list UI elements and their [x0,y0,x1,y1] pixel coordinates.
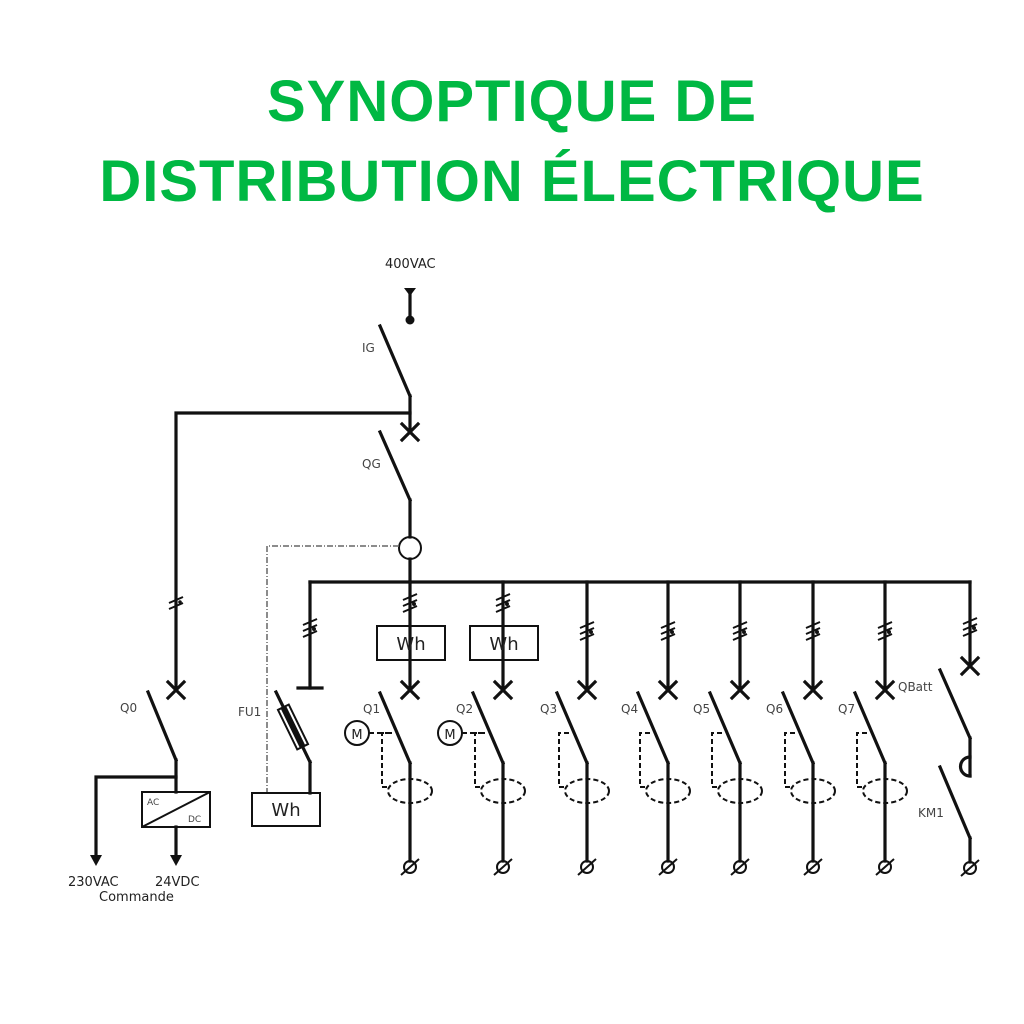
terminal-icon [493,858,513,876]
arrow-down-icon [170,855,182,866]
feeder-q3: Q3 [540,580,610,876]
page-title: SYNOPTIQUE DE DISTRIBUTION ÉLECTRIQUE [0,62,1024,222]
svg-text:M: M [351,728,362,743]
svg-text:Wh: Wh [489,634,518,655]
three-phase-icon [495,593,511,613]
label-q0: Q0 [120,701,137,715]
ac-dc-converter: AC DC [141,791,211,828]
three-phase-icon [877,621,893,641]
terminal-icon [960,859,980,877]
breaker-switch [554,690,590,766]
label-q4: Q4 [621,702,638,716]
svg-text:Wh: Wh [271,800,300,821]
supply-label: 400VAC [385,257,436,272]
terminal-icon [658,858,678,876]
motor-icon: M [344,720,370,746]
label-fu1: FU1 [238,705,261,719]
svg-text:Wh: Wh [396,634,425,655]
motor-icon: M [437,720,463,746]
feeder-q5: Q5 [693,580,763,876]
breaker-switch [852,690,888,766]
label-q5: Q5 [693,702,710,716]
title-line-1: SYNOPTIQUE DE [267,69,757,134]
caption-commande: Commande [99,890,174,905]
terminal-icon [730,858,750,876]
energy-meter: Wh [469,625,539,661]
converter-in: AC [147,798,159,808]
svg-text:M: M [444,728,455,743]
battery-branch [937,580,980,877]
breaker-switch [635,690,671,766]
three-phase-icon [962,617,978,637]
control-feed-wire [174,411,412,692]
label-q3: Q3 [540,702,557,716]
metering-link [266,545,399,793]
terminal-icon [577,858,597,876]
thermal-trip-icon [711,732,763,804]
title-line-2: DISTRIBUTION ÉLECTRIQUE [99,149,925,214]
energy-meter: Wh [376,625,446,661]
feeder-q7: Q7 [838,580,908,876]
contactor-km1 [937,764,973,841]
breaker-switch [707,690,743,766]
feeder-q6: Q6 [766,580,836,876]
label-q6: Q6 [766,702,783,716]
thermal-trip-icon [474,732,526,804]
breaker-switch [470,690,506,766]
label-qg: QG [362,457,381,471]
output-230vac: 230VAC [68,875,119,890]
fuse-fu1 [273,689,313,795]
three-phase-icon [302,618,318,638]
energy-meter-fu1: Wh [251,792,321,827]
terminal-icon [875,858,895,876]
label-q7: Q7 [838,702,855,716]
feeder-q4: Q4 [621,580,691,876]
terminal-icon [803,858,823,876]
terminal-icon [400,858,420,876]
three-phase-icon [660,621,676,641]
breaker-switch [377,690,413,766]
converter-out: DC [188,815,201,825]
three-phase-icon [579,621,595,641]
label-q2: Q2 [456,702,473,716]
label-q1: Q1 [363,702,380,716]
thermal-trip-icon [558,732,610,804]
three-phase-icon [732,621,748,641]
label-ig: IG [362,341,375,355]
label-qbatt: QBatt [898,680,933,694]
output-24vdc: 24VDC [155,875,200,890]
thermal-trip-icon [381,732,433,804]
contactor-coil-icon [958,755,972,778]
current-transformer-icon [398,536,422,560]
breaker-switch [780,690,816,766]
supply-terminal-icon [404,288,416,325]
thermal-trip-icon [856,732,908,804]
thermal-trip-icon [639,732,691,804]
arrow-down-icon [90,855,102,866]
thermal-trip-icon [784,732,836,804]
switch-ig [377,323,413,434]
label-km1: KM1 [918,806,944,820]
switch-qbatt [937,667,973,741]
three-phase-icon [402,593,418,613]
three-phase-icon [805,621,821,641]
switch-qg [377,429,413,539]
